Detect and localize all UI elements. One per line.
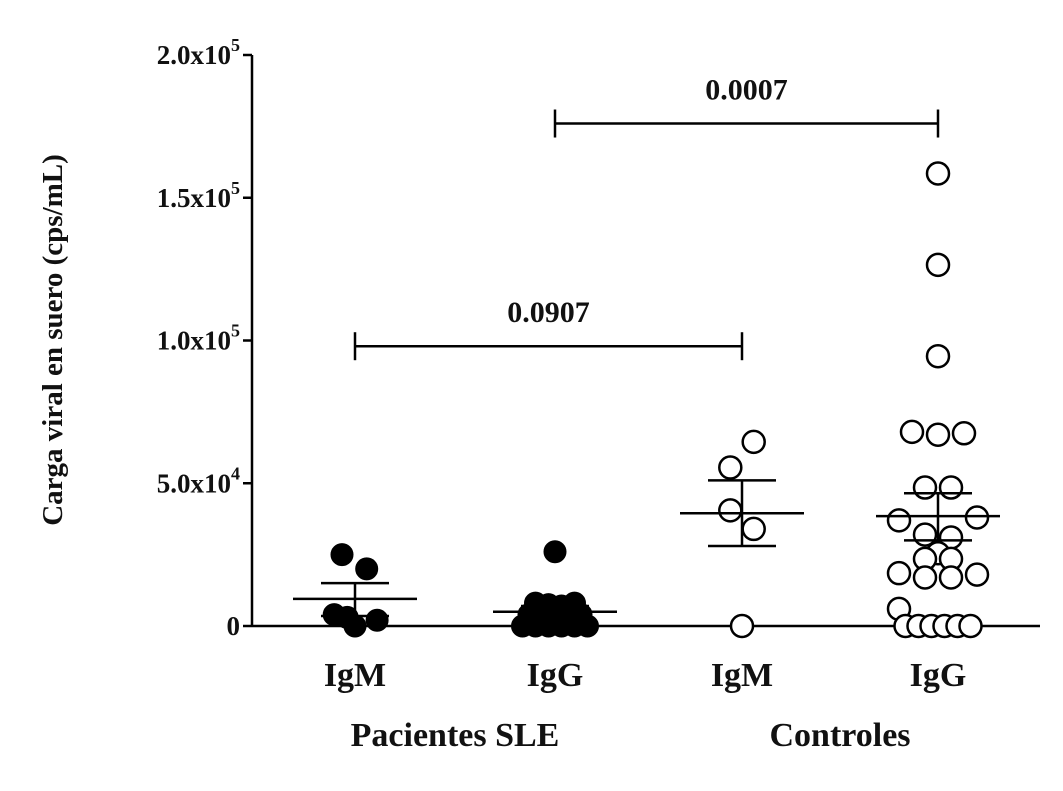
x-category-label: IgG	[527, 657, 584, 694]
data-point	[729, 613, 755, 639]
data-point	[938, 475, 964, 500]
data-point	[741, 429, 766, 455]
data-point	[912, 565, 938, 590]
comparison-brackets: 0.0907 0.0007	[353, 74, 940, 361]
y-ticks: 0 5.0x104 1.0x105 1.5x105 2.0x105	[157, 35, 252, 641]
x-category-label: IgG	[910, 657, 967, 694]
data-point	[718, 455, 743, 480]
series-2	[680, 429, 804, 639]
data-point	[951, 421, 977, 446]
y-tick-label: 1.5x105	[157, 178, 240, 213]
data-point	[741, 516, 766, 542]
data-point	[365, 608, 389, 632]
category-labels: IgM IgG IgM IgG Pacientes SLE Controles	[324, 657, 967, 754]
data-point	[718, 498, 743, 523]
data-series	[293, 161, 1000, 639]
data-point	[964, 505, 990, 530]
data-point	[330, 543, 354, 567]
data-point	[964, 562, 990, 587]
x-category-label: IgM	[711, 657, 773, 694]
data-point	[925, 422, 951, 447]
data-point	[912, 475, 938, 500]
p-value-label: 0.0007	[705, 74, 788, 107]
data-point	[343, 614, 367, 638]
data-point	[886, 508, 912, 533]
x-group-label: Pacientes SLE	[351, 717, 560, 754]
x-group-label: Controles	[769, 717, 910, 754]
y-tick-label: 0	[227, 611, 241, 641]
series-3	[876, 161, 1000, 639]
data-point	[543, 540, 567, 564]
data-point	[899, 419, 925, 445]
data-point	[925, 252, 951, 278]
data-point	[938, 565, 964, 590]
data-point	[576, 614, 599, 638]
y-tick-label: 1.0x105	[157, 321, 240, 356]
data-point	[886, 560, 912, 586]
p-value-label: 0.0907	[507, 296, 590, 329]
data-point	[958, 613, 983, 639]
data-point	[925, 161, 951, 186]
data-point	[925, 343, 951, 369]
data-point	[355, 557, 379, 581]
y-tick-label: 2.0x105	[157, 35, 240, 70]
series-1	[493, 540, 617, 638]
y-tick-label: 5.0x104	[157, 463, 240, 498]
y-axis-label: Carga viral en suero (cps/mL)	[37, 154, 69, 526]
x-category-label: IgM	[324, 657, 386, 694]
series-0	[293, 543, 417, 638]
